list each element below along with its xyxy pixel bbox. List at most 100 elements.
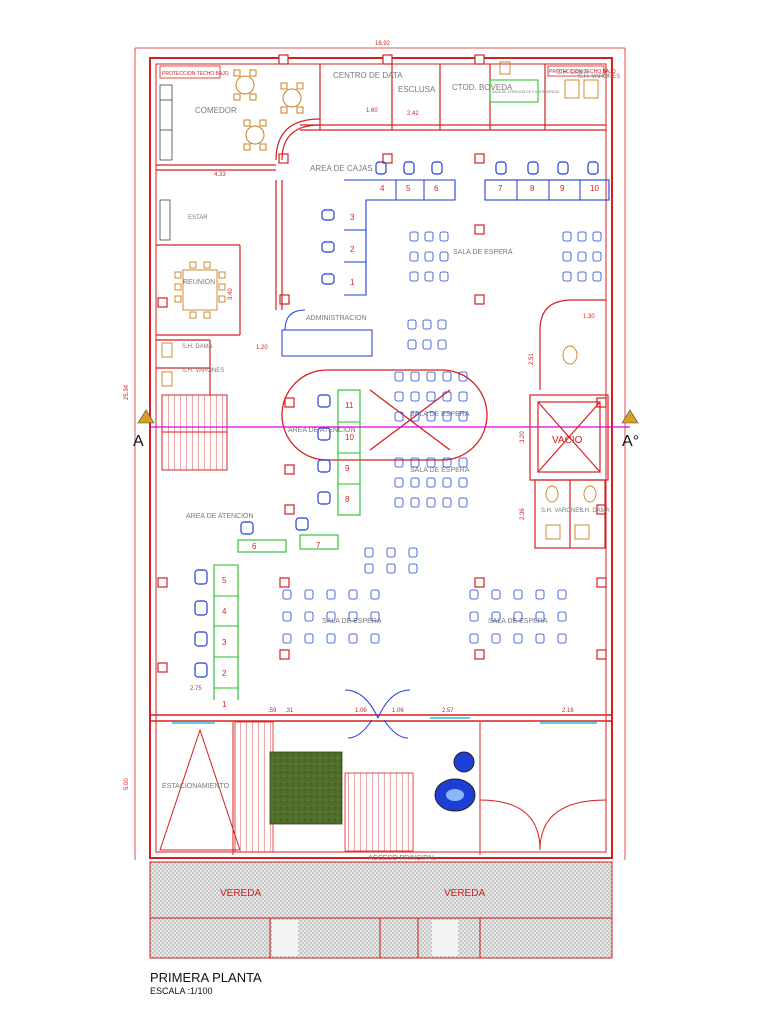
- section-line: [137, 409, 639, 428]
- vacio-label: VACIO: [552, 435, 583, 446]
- waiting-chair: [394, 411, 404, 422]
- parking-area: [159, 722, 607, 855]
- entrance-doors: [344, 689, 411, 739]
- dim-130: 1.30: [583, 314, 595, 320]
- waiting-chair: [513, 633, 523, 644]
- waiting-chair: [424, 271, 434, 282]
- waiting-chair: [535, 611, 545, 622]
- waiting-chair: [410, 497, 420, 508]
- vereda-left-label: VEREDA: [220, 888, 261, 899]
- caja-8: 8: [530, 184, 535, 193]
- modulo-7: 7: [316, 541, 321, 550]
- waiting-chair: [491, 611, 501, 622]
- dim-160: 1.60: [366, 108, 378, 114]
- waiting-chair: [562, 271, 572, 282]
- waiting-chair: [394, 371, 404, 382]
- plan-title: PRIMERA PLANTA: [150, 970, 262, 985]
- modulo-6: 6: [252, 542, 257, 551]
- waiting-chair: [326, 633, 336, 644]
- waiting-chair: [426, 391, 436, 402]
- esclusa-label: ESCLUSA: [398, 85, 436, 94]
- sh-dama-left-label: S.H. DAMA: [182, 344, 213, 350]
- waiting-chair: [348, 611, 358, 622]
- estar-label: ESTAR: [188, 215, 208, 221]
- waiting-chair: [364, 563, 374, 574]
- waiting-chair: [442, 411, 452, 422]
- waiting-chair: [491, 633, 501, 644]
- waiting-chair: [410, 477, 420, 488]
- waiting-chair: [408, 563, 418, 574]
- waiting-chair: [426, 457, 436, 468]
- waiting-chair: [410, 371, 420, 382]
- sala-espera-3-label: SALA DE ESPERA: [410, 467, 470, 474]
- ramp-stairs: [234, 721, 274, 853]
- caja-2: 2: [350, 245, 355, 254]
- caja-5: 5: [406, 184, 411, 193]
- waiting-chair: [304, 633, 314, 644]
- dim-340: 3.40: [228, 288, 234, 300]
- dim-left-height: 25.34: [124, 384, 130, 400]
- waiting-chairs: [282, 231, 602, 644]
- waiting-chair: [282, 633, 292, 644]
- waiting-chair: [439, 271, 449, 282]
- waiting-chair: [442, 497, 452, 508]
- comedor-tables: [233, 69, 304, 151]
- modulo-3: 3: [222, 638, 227, 647]
- reunion-label: REUNION: [183, 279, 215, 286]
- dim-106-a: 1.06: [355, 708, 367, 714]
- left-toilets: [161, 342, 173, 387]
- waiting-chair: [557, 611, 567, 622]
- waiting-chair: [424, 251, 434, 262]
- sh-dama-right-label: S.H. DAMA: [579, 508, 610, 514]
- sala-espera-4-label: SALA DE ESPERA: [322, 618, 382, 625]
- modulo-2: 2: [222, 669, 227, 678]
- sh-dama-top-label: S.H. DAMA: [557, 70, 588, 76]
- waiting-chair: [439, 251, 449, 262]
- kitchen-counter: [159, 84, 173, 161]
- caja-7: 7: [498, 184, 503, 193]
- sala-espera-5-label: SALA DE ESPERA: [488, 618, 548, 625]
- garden-patch: [269, 751, 343, 825]
- dim-lower-left: 5.00: [124, 778, 130, 790]
- modulo-1: 1: [222, 700, 227, 709]
- dim-257: 2.57: [442, 708, 454, 714]
- waiting-chair: [562, 231, 572, 242]
- atencion-cont-label: SALA DE ATENCION DE CONTINGENCIA: [492, 90, 560, 94]
- ctod-boveda-label: CTOD. BOVEDA: [452, 83, 513, 92]
- waiting-chair: [426, 497, 436, 508]
- exterior-walls: [134, 47, 626, 860]
- sidewalk-dividers: [150, 917, 612, 958]
- reunion-table: [174, 261, 226, 319]
- caja-4: 4: [380, 184, 385, 193]
- waiting-chair: [491, 589, 501, 600]
- cajas-counter: [344, 179, 610, 296]
- caja-1: 1: [350, 278, 355, 287]
- waiting-chair: [442, 391, 452, 402]
- dim-106-b: 1.06: [392, 708, 404, 714]
- waiting-chair: [426, 477, 436, 488]
- waiting-chair: [409, 231, 419, 242]
- proteccion-label-right: PROTECCION TECHO BAJO: [549, 69, 616, 75]
- modulo-9: 9: [345, 464, 350, 473]
- waiting-chair: [469, 589, 479, 600]
- estacionamiento-label: ESTACIONAMIENTO: [162, 783, 230, 790]
- waiting-chair: [469, 633, 479, 644]
- waiting-chair: [370, 589, 380, 600]
- modulo-11: 11: [345, 401, 354, 410]
- waiting-chair: [437, 339, 447, 350]
- waiting-chair: [348, 589, 358, 600]
- left-counter: [213, 534, 339, 700]
- waiting-chair: [407, 339, 417, 350]
- vacio-area: [529, 299, 609, 549]
- right-toilets: [545, 345, 597, 540]
- sh-varones-left-label: S.H. VARONES: [182, 368, 224, 374]
- waiting-chair: [513, 611, 523, 622]
- waiting-chair: [535, 589, 545, 600]
- dim-242: 2.42: [407, 111, 419, 117]
- waiting-chair: [409, 271, 419, 282]
- administracion-label: ADMINISTRACION: [306, 315, 367, 322]
- waiting-chair: [458, 391, 468, 402]
- waiting-chair: [592, 271, 602, 282]
- waiting-chair: [410, 411, 420, 422]
